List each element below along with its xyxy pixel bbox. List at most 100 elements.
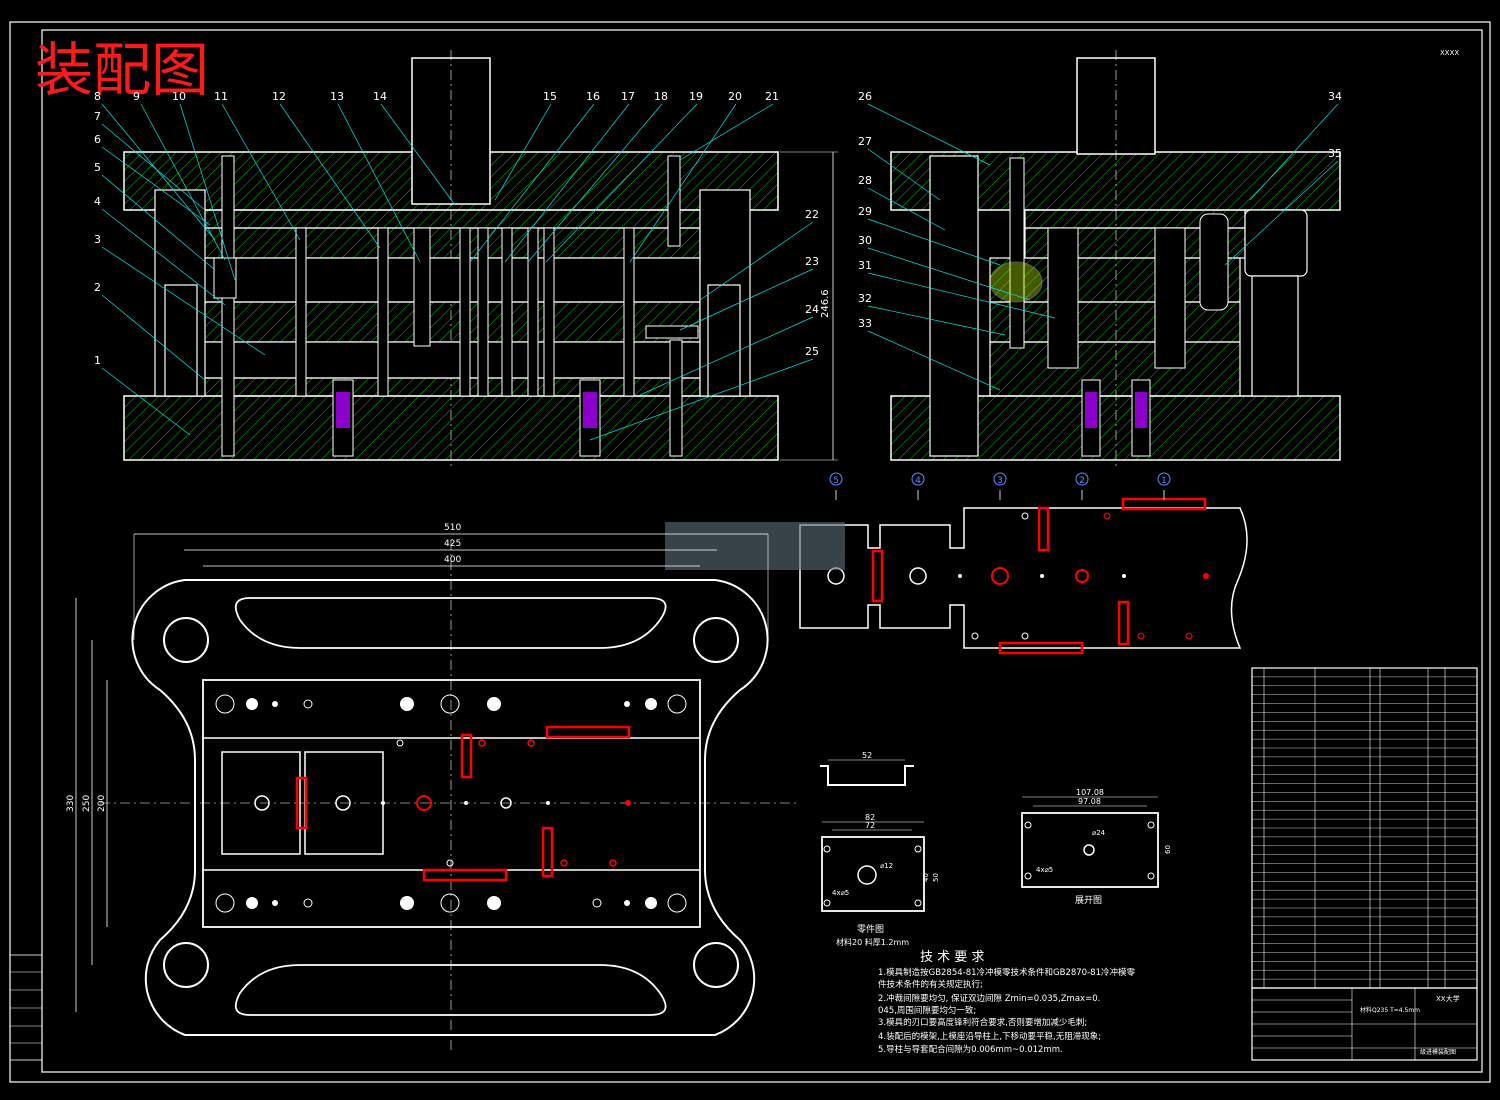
tech-req-item-2: 2.冲裁间隙要均匀, 保证双边间隙 Zmin=0.035,Zmax=0. <box>878 993 1100 1004</box>
strip-layout <box>665 490 1248 655</box>
callout-label-23: 23 <box>805 255 819 268</box>
callout-leader-18 <box>527 103 663 263</box>
blank-dim-107: 107.08 <box>1076 788 1104 797</box>
callout-label-21: 21 <box>765 90 779 103</box>
callout-label-19: 19 <box>689 90 703 103</box>
callout-leader-4 <box>101 208 226 306</box>
part-dim-82: 82 <box>865 813 875 822</box>
callout-leader-29 <box>867 218 1001 266</box>
callout-leader-15 <box>494 103 552 201</box>
dim-425: 425 <box>444 539 461 549</box>
callout-label-24: 24 <box>805 303 819 316</box>
callout-label-15: 15 <box>543 90 557 103</box>
callout-label-12: 12 <box>272 90 286 103</box>
part-dim-52: 52 <box>862 751 872 760</box>
dim-250: 250 <box>82 795 92 812</box>
blank-hole-4x5: 4x⌀5 <box>1036 866 1053 874</box>
part-hole-12: ⌀12 <box>880 862 893 870</box>
page-title: 装配图 <box>35 36 209 104</box>
callout-leader-33 <box>867 330 1001 391</box>
callout-leader-7 <box>101 123 206 211</box>
callout-label-31: 31 <box>858 259 872 272</box>
station-label-2: 2 <box>1079 476 1085 486</box>
tech-req-item-4: 4.装配后的模架,上模座沿导柱上,下移动要平稳,无阻滞现象; <box>878 1031 1101 1042</box>
dim-height: 246.6 <box>820 289 831 318</box>
part-dim-40: 40 <box>922 873 930 882</box>
callout-label-29: 29 <box>858 205 872 218</box>
tech-req-item-5: 5.导柱与导套配合间隙为0.006mm~0.012mm. <box>878 1044 1063 1055</box>
part-material: 材料20 料厚1.2mm <box>836 937 909 947</box>
callout-label-5: 5 <box>94 161 101 174</box>
tech-req-item-2-cont: 045,周围间隙要均匀一致; <box>878 1005 976 1016</box>
callout-label-32: 32 <box>858 292 872 305</box>
station-circle-2 <box>1075 472 1089 486</box>
callout-leader-6 <box>101 146 211 226</box>
callout-label-14: 14 <box>373 90 387 103</box>
callout-leader-28 <box>867 187 946 231</box>
callout-label-4: 4 <box>94 195 101 208</box>
station-label-1: 1 <box>1161 476 1167 486</box>
blank-label: 展开图 <box>1075 895 1102 906</box>
callout-leader-20 <box>629 103 737 263</box>
callout-leader-23 <box>679 268 814 331</box>
dim-200: 200 <box>97 795 107 812</box>
callout-label-25: 25 <box>805 345 819 358</box>
callout-leader-14 <box>380 103 456 206</box>
part-hole-4x5: 4x⌀5 <box>832 889 849 897</box>
callout-label-1: 1 <box>94 354 101 367</box>
blank-hole-24: ⌀24 <box>1092 829 1106 837</box>
callout-leader-3 <box>101 246 266 356</box>
callout-label-13: 13 <box>330 90 344 103</box>
callout-leader-11 <box>221 103 301 241</box>
blank-drawing: 107.08 97.08 ⌀24 4x⌀5 60 展开图 <box>1021 788 1172 906</box>
callout-leader-9 <box>140 103 226 261</box>
callout-label-8: 8 <box>94 90 101 103</box>
callout-leader-25 <box>589 358 814 441</box>
bom-table <box>1251 667 1478 989</box>
station-circle-5 <box>829 472 843 486</box>
station-label-3: 3 <box>997 476 1003 486</box>
callout-label-9: 9 <box>133 90 140 103</box>
title-block-material: 材料Q235 T=4.5mm <box>1360 1006 1420 1014</box>
callout-leader-10 <box>179 103 236 281</box>
station-label-5: 5 <box>833 476 839 486</box>
tech-req-item-1: 1.模具制造按GB2854-81冷冲模零技术条件和GB2870-81冷冲模零 <box>878 967 1135 978</box>
callout-leader-31 <box>867 272 1056 319</box>
tech-req-item-3: 3.模具的刃口要高度锋利符合要求,否则要增加减少毛刺; <box>878 1017 1087 1028</box>
dim-400: 400 <box>444 555 461 565</box>
callout-leader-27 <box>867 148 941 201</box>
callout-label-26: 26 <box>858 90 872 103</box>
callout-leader-16 <box>469 103 595 263</box>
callout-leader-30 <box>867 247 1031 301</box>
callout-label-30: 30 <box>858 234 872 247</box>
callout-leader-5 <box>101 174 216 271</box>
callout-leader-2 <box>101 294 206 381</box>
side-section-view <box>890 50 1341 470</box>
station-circle-4 <box>911 472 925 486</box>
station-circle-3 <box>993 472 1007 486</box>
callout-leader-24 <box>639 316 814 396</box>
callout-label-35: 35 <box>1328 147 1342 160</box>
plan-view: 510 425 400 330 250 200 <box>66 523 800 1050</box>
callout-label-34: 34 <box>1328 90 1342 103</box>
tech-req-item-1-cont: 件技术条件的有关规定执行; <box>878 979 983 990</box>
tech-req-heading: 技 术 要 求 <box>920 950 984 965</box>
callout-label-18: 18 <box>654 90 668 103</box>
part-dim-50: 50 <box>932 873 940 882</box>
title-block-drawing-name: 级进模装配图 <box>1420 1048 1456 1056</box>
drawing-frame-inner <box>41 29 1483 1073</box>
callout-leader-34 <box>1249 103 1339 201</box>
callout-leader-22 <box>699 221 814 301</box>
callout-leader-13 <box>337 103 421 263</box>
title-block-company: XX大学 <box>1436 994 1460 1003</box>
station-circle-1 <box>1157 472 1171 486</box>
dim-330: 330 <box>66 795 76 812</box>
corner-note: XXXX <box>1440 49 1459 57</box>
dim-510: 510 <box>444 523 461 533</box>
callout-label-2: 2 <box>94 281 101 294</box>
callout-leader-35 <box>1224 160 1339 266</box>
